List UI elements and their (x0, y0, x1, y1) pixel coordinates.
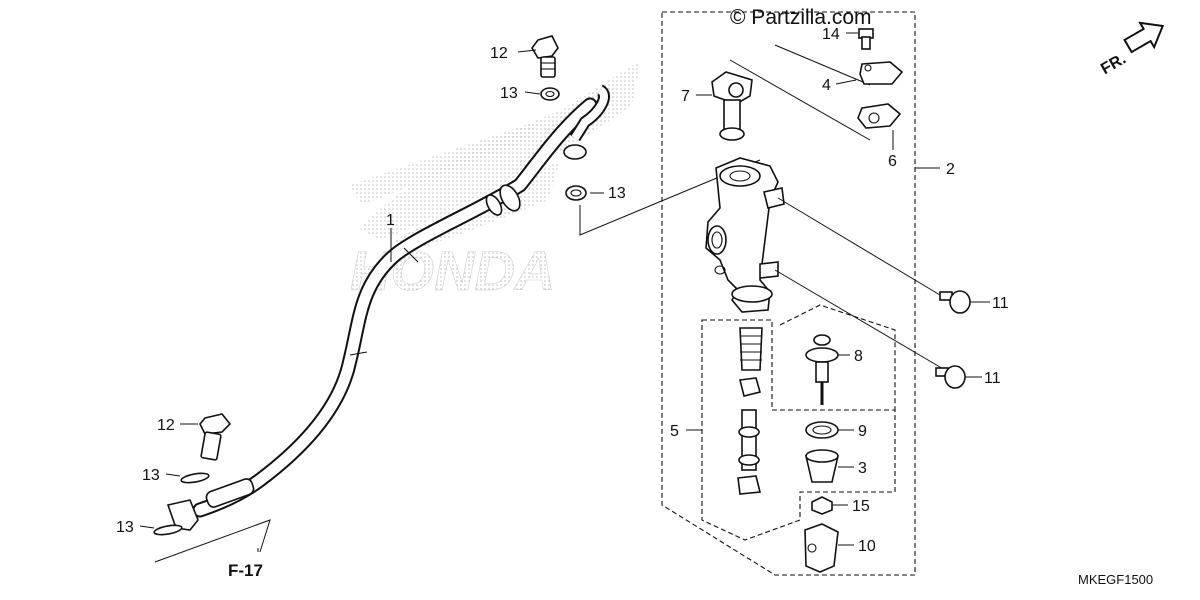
front-direction-indicator: FR. (1098, 21, 1165, 79)
sealing-washer-lower-1 (180, 472, 210, 484)
sealing-washer-lower-2 (153, 524, 183, 536)
callout-8: 8 (854, 348, 863, 365)
diaphragm-plate (857, 103, 902, 129)
callout-13: 13 (500, 85, 518, 102)
piston-kit (737, 327, 763, 495)
lock-nut (811, 496, 833, 515)
callout-7: 7 (681, 88, 690, 105)
callout-2: 2 (946, 161, 955, 178)
callout-3: 3 (858, 460, 867, 477)
master-cylinder-body (705, 157, 785, 313)
callout-5: 5 (670, 423, 679, 440)
push-rod-frame (779, 304, 896, 410)
callout-11: 11 (984, 370, 1001, 387)
cap-screw (858, 28, 874, 50)
copyright-watermark: © Partzilla.com (730, 6, 872, 29)
push-rod (805, 334, 839, 405)
callout-6: 6 (888, 153, 897, 170)
callout-9: 9 (858, 423, 867, 440)
clevis-joint (804, 523, 839, 573)
circlip (805, 421, 839, 439)
callout-11: 11 (992, 295, 1009, 312)
banjo-bolt-lower (199, 413, 232, 461)
callout-13: 13 (608, 185, 626, 202)
callout-4: 4 (822, 77, 831, 94)
callout-12: 12 (157, 417, 175, 434)
arrow-icon (1123, 21, 1165, 54)
callout-13: 13 (116, 519, 134, 536)
dust-boot (804, 449, 840, 483)
mounting-bolt-lower (935, 365, 966, 389)
sealing-washer-mid (565, 185, 587, 201)
callout-10: 10 (858, 538, 876, 555)
front-label: FR. (1098, 51, 1129, 79)
callout-15: 15 (852, 498, 870, 515)
callout-12: 12 (490, 45, 508, 62)
reservoir-cap (859, 61, 904, 85)
banjo-bolt-upper (531, 35, 559, 78)
reservoir-connector (711, 71, 753, 141)
callout-labels: 12 13 13 1 12 13 13 7 14 4 6 2 11 11 8 5… (116, 26, 1009, 555)
diagram-code: MKEGF1500 (1078, 572, 1153, 587)
assembly-frame (661, 11, 916, 576)
sealing-washer-upper (540, 87, 560, 101)
brake-hose (166, 84, 610, 531)
callout-1: 1 (386, 212, 395, 229)
callout-13: 13 (142, 467, 160, 484)
cross-reference: F-17 (228, 561, 263, 580)
callout-14: 14 (822, 26, 840, 43)
repair-kit-frame (701, 319, 896, 541)
callout-leaders (139, 32, 990, 546)
mounting-bolt-upper (939, 290, 971, 314)
